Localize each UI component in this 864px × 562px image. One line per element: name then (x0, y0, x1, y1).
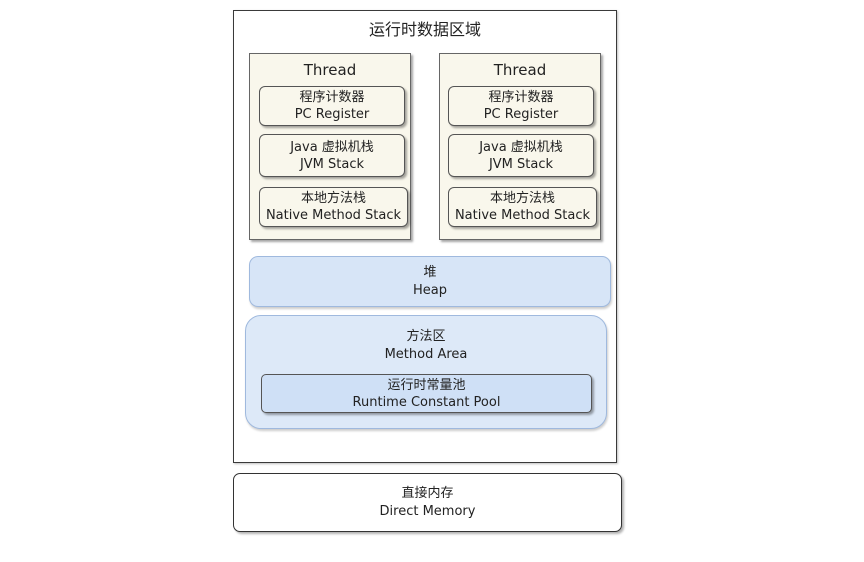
pc-register-en: PC Register (294, 107, 370, 122)
native-stack-en: Native Method Stack (265, 208, 402, 223)
runtime-constant-pool: 运行时常量池 Runtime Constant Pool (261, 374, 592, 413)
pc-register-1: 程序计数器 PC Register (259, 86, 405, 126)
pc-register-zh: 程序计数器 (299, 90, 365, 105)
native-method-stack-2: 本地方法栈 Native Method Stack (448, 187, 597, 227)
jvm-stack-2: Java 虚拟机栈 JVM Stack (448, 134, 594, 177)
native-stack-en: Native Method Stack (454, 208, 591, 223)
jvm-stack-zh: Java 虚拟机栈 (290, 139, 374, 155)
runtime-data-area-title: 运行时数据区域 (368, 20, 481, 39)
thread-title-2: Thread (493, 61, 547, 79)
constant-pool-en: Runtime Constant Pool (352, 394, 501, 410)
method-area-title: 方法区 Method Area (245, 328, 607, 364)
direct-memory-zh: 直接内存 (401, 485, 454, 501)
native-method-stack-1: 本地方法栈 Native Method Stack (259, 187, 408, 227)
heap-en: Heap (413, 282, 447, 298)
jvm-stack-en: JVM Stack (488, 156, 554, 172)
thread-title-1: Thread (303, 61, 357, 79)
native-stack-zh: 本地方法栈 (489, 191, 555, 206)
method-area-zh: 方法区 (406, 329, 446, 344)
jvm-stack-1: Java 虚拟机栈 JVM Stack (259, 134, 405, 177)
jvm-stack-en: JVM Stack (299, 156, 365, 172)
pc-register-2: 程序计数器 PC Register (448, 86, 594, 126)
pc-register-en: PC Register (483, 107, 559, 122)
jvm-stack-zh: Java 虚拟机栈 (479, 139, 563, 155)
direct-memory-box: 直接内存 Direct Memory (233, 473, 622, 532)
pc-register-zh: 程序计数器 (488, 90, 554, 105)
heap-box: 堆 Heap (249, 256, 611, 307)
method-area-en: Method Area (384, 347, 468, 362)
direct-memory-en: Direct Memory (379, 503, 476, 519)
native-stack-zh: 本地方法栈 (300, 191, 366, 206)
constant-pool-zh: 运行时常量池 (387, 377, 466, 393)
heap-zh: 堆 (423, 264, 437, 280)
